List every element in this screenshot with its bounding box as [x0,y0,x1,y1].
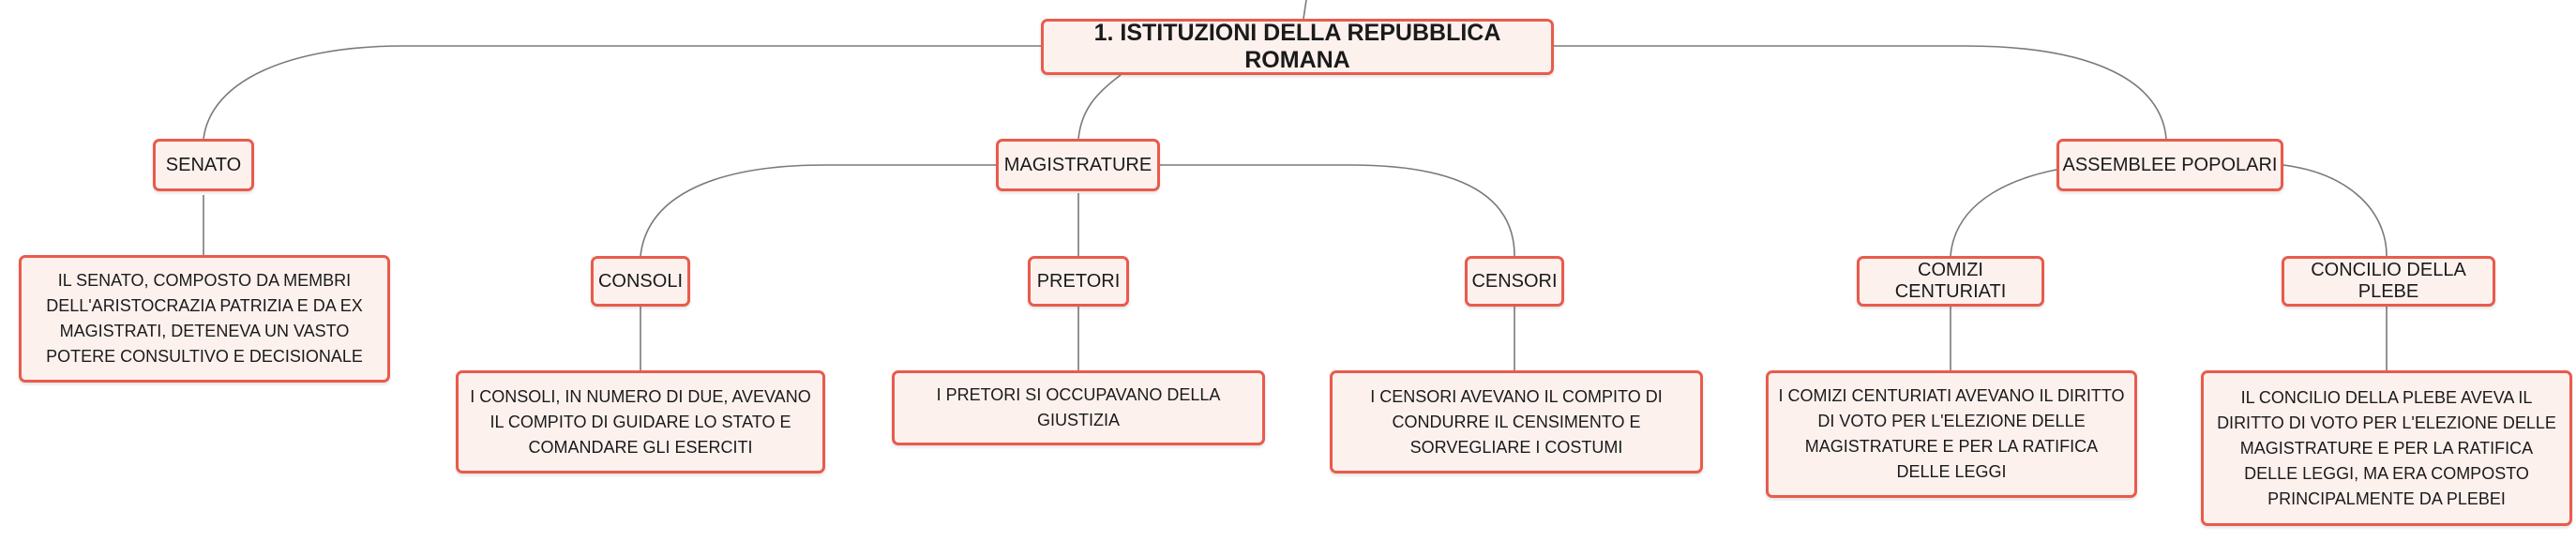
root-topic[interactable]: 1. ISTITUZIONI DELLA REPUBBLICA ROMANA [1041,19,1554,75]
description-consoli-text: I CONSOLI, IN NUMERO DI DUE, AVEVANO IL … [470,386,811,457]
connector-root-parent [1303,0,1307,20]
topic-concilio-della-plebe-label: CONCILIO DELLA PLEBE [2311,260,2466,302]
topic-senato-label: SENATO [165,154,242,175]
topic-pretori-label: PRETORI [1036,270,1121,292]
topic-senato[interactable]: SENATO [153,139,254,191]
connector-magistrature-consoli [640,164,996,257]
topic-consoli-label: CONSOLI [597,270,684,292]
topic-assemblee-popolari[interactable]: ASSEMBLEE POPOLARI [2056,139,2283,191]
description-concilio-della-plebe[interactable]: IL CONCILIO DELLA PLEBE AVEVA IL DIRITTO… [2201,370,2572,526]
topic-assemblee-popolari-label: ASSEMBLEE POPOLARI [2062,154,2278,175]
description-pretori-text: I PRETORI SI OCCUPAVANO DELLA GIUSTIZIA [936,385,1221,429]
connector-root-magistrature [1077,74,1122,140]
topic-comizi-centuriati[interactable]: COMIZI CENTURIATI [1857,256,2044,307]
description-censori-text: I CENSORI AVEVANO IL COMPITO DI CONDURRE… [1370,386,1663,457]
connector-root-assemblee [1554,45,2167,140]
description-senato[interactable]: IL SENATO, COMPOSTO DA MEMBRI DELL'ARIST… [19,255,390,383]
topic-magistrature-label: MAGISTRATURE [1003,154,1152,175]
topic-censori-label: CENSORI [1471,270,1558,292]
topic-pretori[interactable]: PRETORI [1028,256,1129,307]
description-senato-text: IL SENATO, COMPOSTO DA MEMBRI DELL'ARIST… [46,271,363,366]
topic-consoli[interactable]: CONSOLI [591,256,690,307]
description-comizi-centuriati-text: I COMIZI CENTURIATI AVEVANO IL DIRITTO D… [1778,386,2125,481]
root-topic-label: 1. ISTITUZIONI DELLA REPUBBLICA ROMANA [1093,20,1501,73]
topic-magistrature[interactable]: MAGISTRATURE [996,139,1160,191]
connector-assemblee-concilio [2282,164,2388,257]
topic-concilio-della-plebe[interactable]: CONCILIO DELLA PLEBE [2282,256,2495,307]
description-pretori[interactable]: I PRETORI SI OCCUPAVANO DELLA GIUSTIZIA [892,370,1265,445]
description-comizi-centuriati[interactable]: I COMIZI CENTURIATI AVEVANO IL DIRITTO D… [1766,370,2137,498]
topic-comizi-centuriati-label: COMIZI CENTURIATI [1894,260,2007,302]
description-consoli[interactable]: I CONSOLI, IN NUMERO DI DUE, AVEVANO IL … [456,370,825,473]
description-censori[interactable]: I CENSORI AVEVANO IL COMPITO DI CONDURRE… [1330,370,1703,473]
connector-root-senato [203,45,1041,140]
connector-magistrature-censori [1160,164,1515,257]
topic-censori[interactable]: CENSORI [1465,256,1564,307]
description-concilio-della-plebe-text: IL CONCILIO DELLA PLEBE AVEVA IL DIRITTO… [2217,387,2556,508]
